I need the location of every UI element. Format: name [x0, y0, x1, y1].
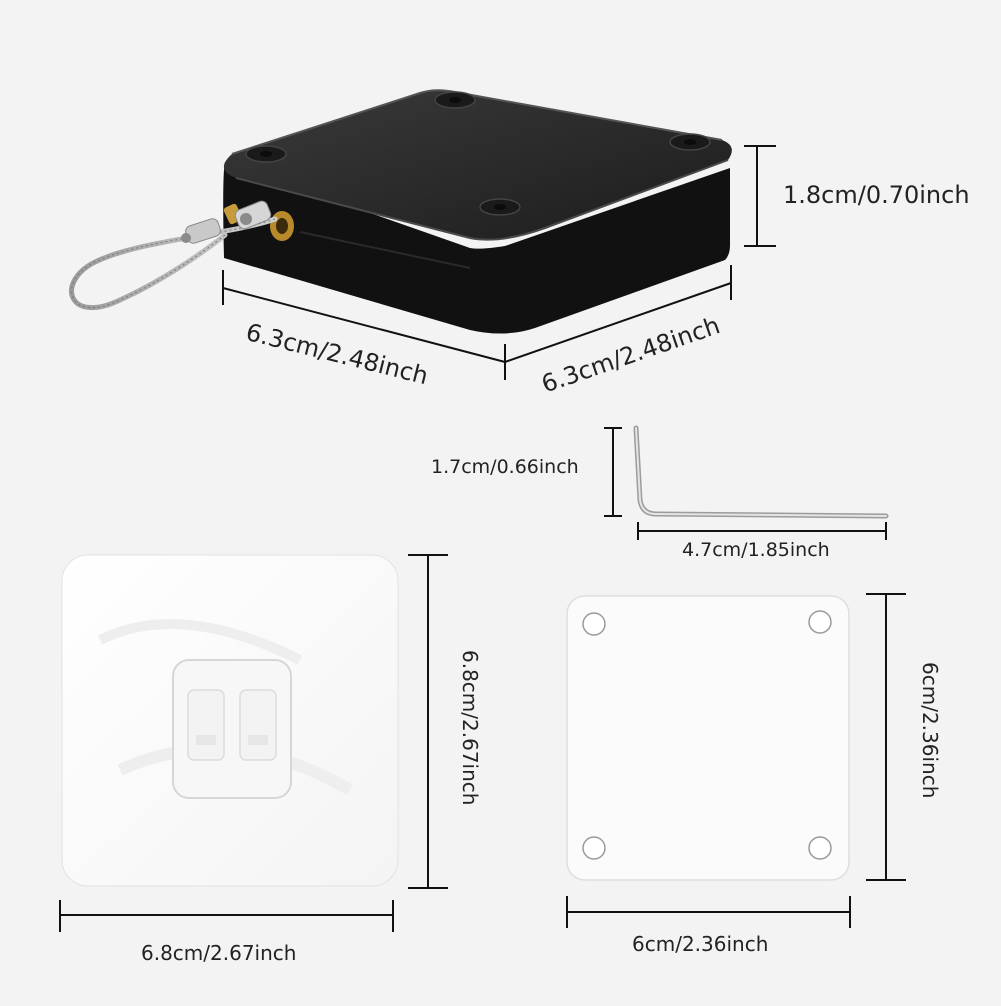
box-top-face [223, 90, 732, 240]
clear-hook [172, 659, 292, 799]
hex-key-icon [633, 425, 889, 519]
plate-width-label: 6cm/2.36inch [632, 932, 769, 956]
pad-height-label: 6.8cm/2.67inch [458, 650, 482, 806]
mount-hole-icon [582, 610, 832, 860]
box-height-label: 1.8cm/0.70inch [783, 181, 970, 209]
box-front-face [223, 162, 730, 334]
pad-width-label: 6.8cm/2.67inch [141, 941, 297, 965]
hex-key-length-label: 4.7cm/1.85inch [682, 539, 830, 561]
hex-key-height-label: 1.7cm/0.66inch [431, 456, 579, 478]
mounting-plate [566, 595, 850, 881]
retractor-box [223, 89, 732, 334]
mount-hole-icon [245, 91, 711, 216]
adhesive-pad [61, 554, 399, 887]
plate-height-label: 6cm/2.36inch [918, 662, 942, 799]
dimension-lines [59, 145, 906, 932]
wire-loop-icon [69, 200, 278, 311]
